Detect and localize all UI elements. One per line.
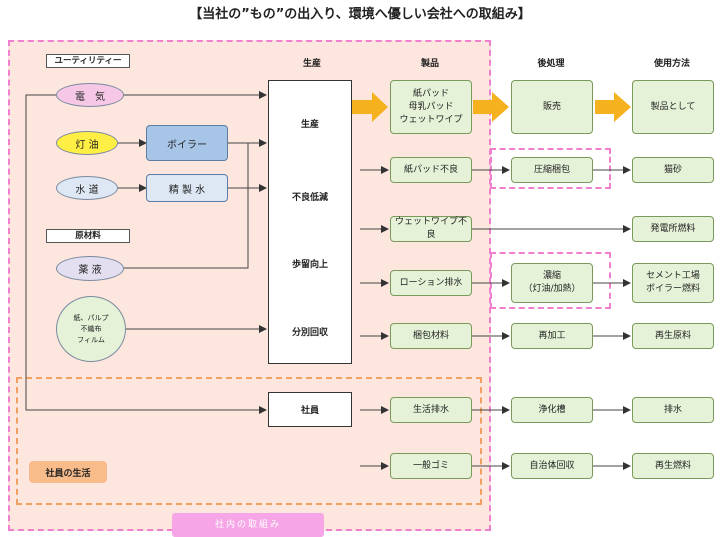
use-hatsudensho-nenryo: 発電所燃料 (632, 216, 714, 242)
page-title: 【当社の”もの”の出入り、環境へ優しい会社への取組み】 (189, 7, 531, 22)
use-cement-line1: セメント工場 (646, 271, 700, 281)
product-kami-pad: 紙パッド (412, 88, 449, 99)
after-noshuku: 濃縮 （灯油/加熱） (511, 263, 593, 303)
after-noshuku-line1: 濃縮 (542, 271, 561, 281)
process-budomari-kojo: 歩留向上 (291, 260, 328, 270)
process-furyo-teigen: 不良低減 (291, 193, 328, 203)
column-atoshori: 後処理 (537, 59, 565, 69)
column-seihin: 製品 (420, 59, 439, 69)
use-seihin: 製品として (632, 80, 714, 134)
product-konpo-zairyo: 梱包材料 (390, 323, 472, 349)
use-saisei-genryo: 再生原料 (632, 323, 714, 349)
column-seisan: 生産 (302, 59, 321, 69)
after-hanbai: 販売 (511, 80, 593, 134)
column-shiyou: 使用方法 (653, 59, 690, 69)
product-wet-wipe-furyo: ウェットワイプ不良 (390, 216, 472, 242)
boiler-box: ボイラー (146, 125, 228, 161)
use-nekozuna: 猫砂 (632, 157, 714, 183)
section-utility: ユーティリティー (46, 54, 130, 68)
product-bonyu-pad: 母乳パッド (408, 101, 454, 112)
product-kami-pad-furyo: 紙パッド不良 (390, 157, 472, 183)
use-cement-line2: ボイラー燃料 (645, 284, 700, 294)
after-noshuku-line2: （灯油/加熱） (523, 284, 581, 294)
zone-label: 社内の取組み (172, 513, 324, 537)
after-asshuku-konpo: 圧縮梱包 (511, 157, 593, 183)
seiseisui-box: 精 製 水 (146, 174, 228, 202)
recycle-zone-2 (490, 252, 611, 309)
product-main: 紙パッド 母乳パッド ウェットワイプ (390, 80, 472, 134)
input-kami-line2: 不織布 (80, 324, 102, 333)
input-denki: 電 気 (56, 83, 124, 107)
use-haisui: 排水 (632, 397, 714, 423)
employee-box: 社員 (268, 392, 352, 427)
recycle-zone-1 (490, 148, 611, 189)
after-jichitai-kaishu: 自治体回収 (511, 453, 593, 479)
section-genzairyo: 原材料 (46, 229, 130, 243)
input-suido: 水 道 (56, 176, 118, 200)
input-touyu: 灯 油 (56, 131, 118, 155)
process-bunbetsu-kaishu: 分別回収 (291, 328, 328, 338)
input-kami-line3: フィルム (77, 335, 105, 344)
employee-life-box: 社員の生活 (29, 461, 107, 483)
employee-life-zone (16, 377, 482, 505)
product-wet-wipe: ウェットワイプ (399, 114, 463, 125)
input-kami-line1: 紙、パルプ (73, 313, 109, 322)
product-seikatsu-haisui: 生活排水 (390, 397, 472, 423)
use-saisei-nenryo: 再生燃料 (632, 453, 714, 479)
use-cement-boiler: セメント工場 ボイラー燃料 (632, 263, 714, 303)
input-yakueki: 薬 液 (56, 256, 124, 281)
product-lotion-haisui: ローション排水 (390, 270, 472, 296)
input-kami-pulp-film: 紙、パルプ 不織布 フィルム (56, 296, 126, 362)
process-seisan: 生産 (300, 120, 319, 130)
after-johkaso: 浄化槽 (511, 397, 593, 423)
after-saikako: 再加工 (511, 323, 593, 349)
product-ippan-gomi: 一般ゴミ (390, 453, 472, 479)
production-block: 生産 不良低減 歩留向上 分別回収 (268, 80, 352, 364)
